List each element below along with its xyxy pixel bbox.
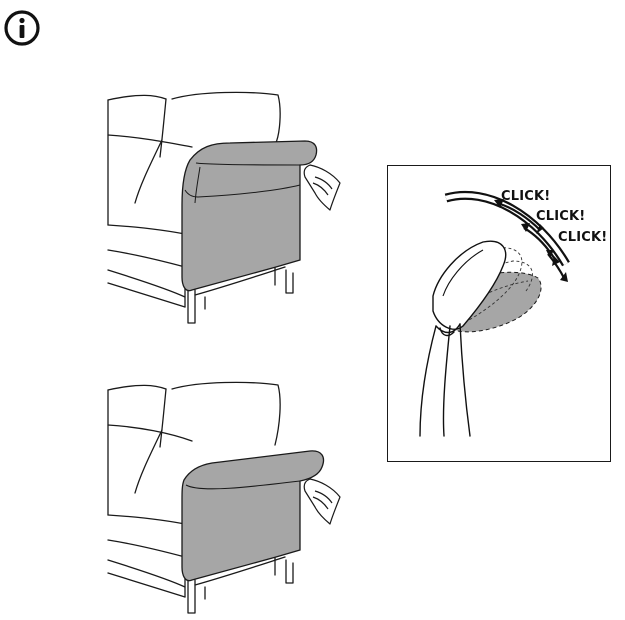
hinge-detail-panel: CLICK! CLICK! CLICK! xyxy=(387,165,611,462)
click-label-3: CLICK! xyxy=(558,230,608,245)
click-label-2: CLICK! xyxy=(536,209,586,224)
info-icon xyxy=(4,10,40,46)
click-label-1: CLICK! xyxy=(501,189,551,204)
sofa-armrest-raised-illustration xyxy=(107,381,341,614)
sofa-armrest-lowered-illustration xyxy=(107,91,341,324)
hinge-mechanism-diagram xyxy=(419,190,570,437)
